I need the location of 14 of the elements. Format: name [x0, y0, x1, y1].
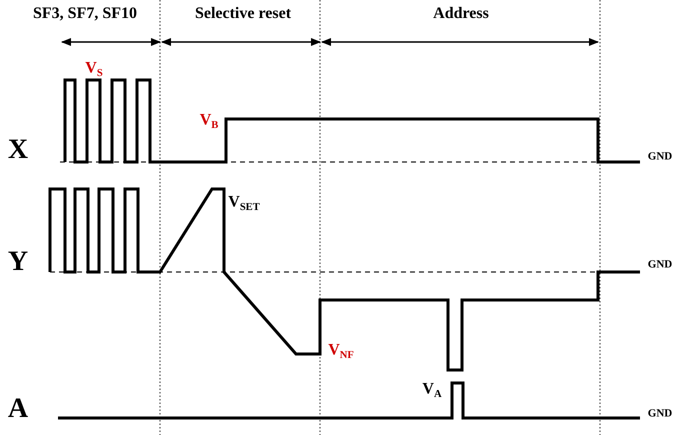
signal-label: A — [8, 395, 28, 423]
voltage-label: V$_{SET}$ — [228, 194, 260, 214]
signal-label: X — [8, 136, 28, 164]
ground-label: GND — [648, 260, 672, 270]
ground-label: GND — [648, 152, 672, 162]
voltage-label: V$_{B}$ — [200, 112, 218, 132]
phase-label: Address — [433, 6, 489, 22]
signal-label: Y — [8, 248, 28, 276]
ground-label: GND — [648, 408, 672, 420]
phase-label: Selective reset — [194, 6, 292, 22]
voltage-label: V$_{NF}$ — [328, 342, 354, 362]
phase-label: SF3, SF7, SF10 — [33, 6, 137, 22]
voltage-label: V$_{A}$ — [422, 382, 442, 400]
voltage-label: V$_{S}$ — [85, 60, 103, 80]
